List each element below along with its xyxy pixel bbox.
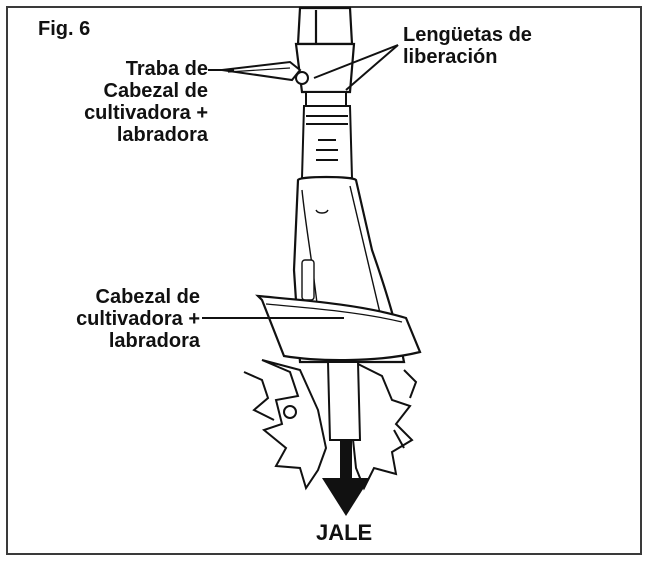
- head-label-line: labradora: [108, 330, 200, 352]
- tine-guard: [255, 294, 422, 362]
- head-label-line: Cabezal de: [95, 286, 200, 308]
- pull-arrow: [322, 440, 370, 516]
- drive-shaft: [326, 361, 362, 441]
- release-tabs-label-line: liberación: [403, 46, 498, 68]
- head-lock-label-line: Traba de: [125, 58, 208, 80]
- head-lock-latch: [221, 60, 309, 85]
- head-lock-label-line: labradora: [116, 124, 208, 146]
- tines-right: [350, 362, 418, 491]
- tines-left: [243, 359, 328, 491]
- head-lock-label-line: cultivadora +: [84, 102, 208, 124]
- upper-shaft: [294, 6, 356, 94]
- release-tabs-label-line: Lengüetas de: [403, 24, 532, 46]
- figure-title: Fig. 6: [38, 18, 91, 40]
- pull-label: JALE: [316, 520, 373, 545]
- head-label-line: cultivadora +: [76, 308, 200, 330]
- head-label: Cabezal de cultivadora + labradora: [42, 286, 200, 352]
- collar: [300, 91, 354, 179]
- release-tab-leader-lines: [313, 44, 399, 91]
- release-tabs-label: Lengüetas de liberación: [403, 24, 532, 68]
- head-lock-label-line: Cabezal de: [103, 80, 208, 102]
- head-lock-label: Traba de Cabezal de cultivadora + labrad…: [78, 58, 208, 146]
